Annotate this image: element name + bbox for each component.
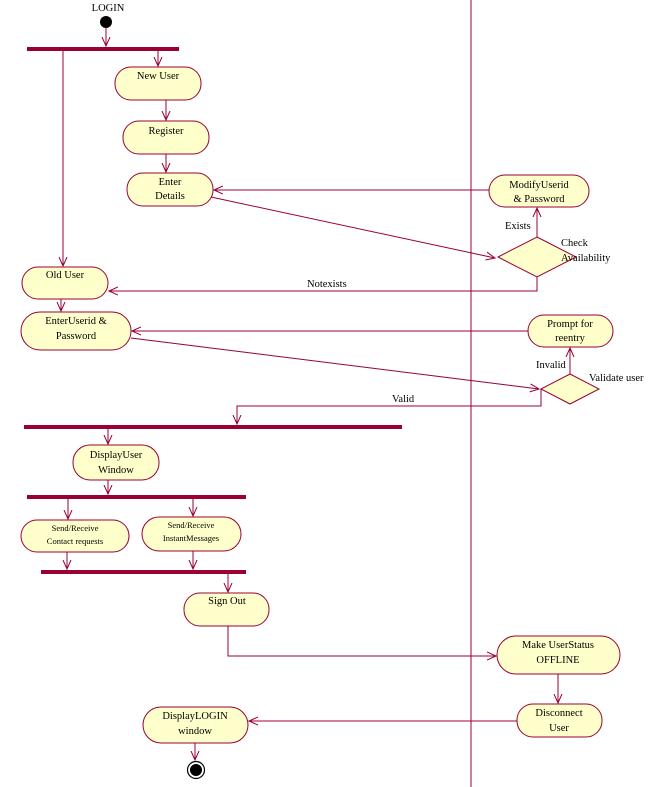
activity-label-line1: Prompt for: [547, 319, 593, 330]
activity-disconnect-user: Disconnect User: [516, 703, 603, 738]
flow-check-to-old-user: [109, 277, 538, 291]
flow-enter-userid-to-validate: [130, 337, 539, 389]
activity-label-line2: Details: [155, 191, 185, 202]
activity-label-line2: Window: [98, 465, 134, 476]
decision-label-line1: Check: [561, 238, 589, 249]
decision-label: Validate user: [589, 373, 644, 384]
activity-new-user: New User: [114, 66, 202, 101]
activity-label-line1: Send/Receive: [52, 523, 99, 533]
activity-label-line1: ModifyUserid: [509, 180, 569, 191]
activity-enter-userid: EnterUserid & Password: [20, 311, 132, 351]
activity-prompt-reentry: Prompt for reentry: [527, 314, 614, 348]
activity-label-line2: Password: [56, 331, 97, 342]
guard-valid: Valid: [392, 394, 415, 405]
activity-register: Register: [122, 120, 210, 155]
activity-label-line2: User: [549, 723, 569, 734]
activity-enter-details: Enter Details: [126, 172, 214, 207]
activity-modify-userid: ModifyUserid & Password: [488, 174, 590, 208]
activity-send-instant-messages: Send/Receive InstantMessages: [141, 516, 242, 552]
flow-enter-details-to-check: [210, 196, 495, 258]
flow-lines: [61, 28, 570, 760]
guard-exists: Exists: [505, 221, 531, 232]
activity-label: Register: [149, 126, 184, 137]
activity-old-user: Old User: [21, 266, 109, 300]
activity-label-line2: reentry: [555, 333, 585, 344]
fork-bar-login: [27, 47, 179, 51]
activity-label-line2: InstantMessages: [163, 533, 219, 543]
activity-label-line2: & Password: [513, 194, 565, 205]
activity-send-contact-requests: Send/Receive Contact requests: [20, 519, 130, 553]
decision-validate-user: Validate user: [539, 373, 644, 405]
activity-label-line1: Enter: [159, 177, 182, 188]
start-node: [100, 16, 112, 28]
activity-label: New User: [137, 71, 180, 82]
activity-label-line1: Make UserStatus: [522, 640, 594, 651]
activity-label: Sign Out: [208, 596, 246, 607]
activity-label-line1: Send/Receive: [168, 520, 215, 530]
activity-make-user-offline: Make UserStatus OFFLINE: [496, 635, 621, 675]
activity-label-line2: Contact requests: [47, 536, 103, 546]
activity-label-line2: window: [178, 726, 212, 737]
fork-bar-valid: [24, 425, 402, 429]
activity-label-line1: DisplayLOGIN: [162, 711, 228, 722]
start-label: LOGIN: [92, 3, 125, 14]
decision-check-availability: Check Availability: [496, 236, 611, 278]
flow-sign-out-to-offline: [227, 626, 496, 656]
activity-display-login-window: DisplayLOGIN window: [142, 706, 249, 744]
end-node: [186, 760, 206, 780]
activity-label-line1: Disconnect: [535, 708, 582, 719]
activity-label: Old User: [46, 270, 85, 281]
flow-validate-to-fork: [237, 389, 542, 424]
decision-label-line2: Availability: [561, 253, 611, 264]
activity-display-user-window: DisplayUser Window: [72, 444, 160, 481]
join-bar-messaging: [41, 570, 246, 574]
fork-bar-messaging: [27, 495, 246, 499]
guard-invalid: Invalid: [536, 360, 566, 371]
activity-label-line2: OFFLINE: [536, 655, 579, 666]
guard-not-exists: Notexists: [307, 279, 347, 290]
activity-label-line1: DisplayUser: [90, 450, 143, 461]
activity-sign-out: Sign Out: [183, 592, 270, 627]
activity-label-line1: EnterUserid &: [45, 316, 107, 327]
